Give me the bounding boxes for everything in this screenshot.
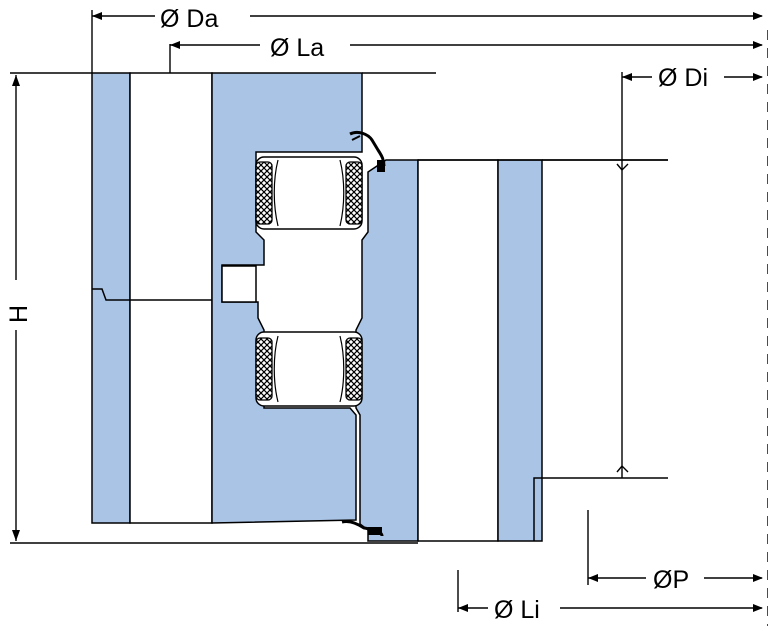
outer-ring-split-line xyxy=(92,288,212,301)
dimension-la xyxy=(170,41,763,49)
upper-roller xyxy=(255,156,363,230)
dimension-label-la: Ø La xyxy=(270,34,324,62)
inner-ring-body xyxy=(355,159,419,542)
dimension-di xyxy=(622,73,763,81)
upper-seal xyxy=(349,130,386,172)
dimension-label-li: Ø Li xyxy=(494,596,540,624)
inner-ring-gear-profile xyxy=(533,159,668,541)
lower-seal xyxy=(341,520,384,537)
outer-ring xyxy=(91,72,363,524)
lower-roller xyxy=(255,331,363,407)
dimension-label-p: ØP xyxy=(653,566,689,594)
dimension-lines xyxy=(10,10,768,626)
dimension-h xyxy=(12,75,20,541)
inner-ring xyxy=(355,159,668,542)
dimension-label-di: Ø Di xyxy=(658,64,708,92)
dimension-p xyxy=(588,574,763,582)
inner-ring-inner-band xyxy=(497,159,543,542)
lubrication-plug xyxy=(221,265,257,303)
dimension-label-h: H xyxy=(5,305,33,323)
dimension-da xyxy=(92,12,763,20)
outer-ring-outer-band xyxy=(91,72,131,524)
dimension-label-da: Ø Da xyxy=(160,5,218,33)
dimension-li xyxy=(458,604,763,612)
outer-ring-bolt-hole xyxy=(129,72,213,524)
inner-ring-bolt-hole xyxy=(417,159,499,542)
